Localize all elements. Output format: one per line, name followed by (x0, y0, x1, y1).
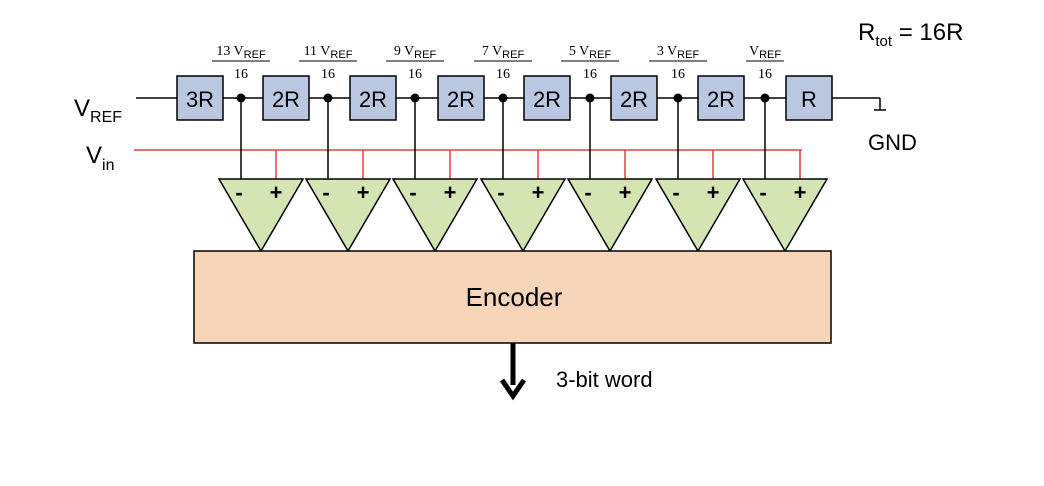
tap-numerator: 13 VREF (216, 44, 266, 61)
resistor (349, 75, 397, 121)
gnd-label: GND (868, 130, 917, 155)
tap-denominator: 16 (234, 67, 248, 82)
resistor-label: 3R (186, 87, 214, 112)
tap-denominator: 16 (671, 67, 685, 82)
resistor-label: 2R (707, 87, 735, 112)
resistor (785, 75, 833, 121)
tap-numerator: VREF (749, 44, 781, 61)
tap-denominator: 16 (321, 67, 335, 82)
tap-node (498, 93, 508, 103)
vref-label: VREF (74, 95, 122, 126)
tap-nodes (236, 93, 770, 103)
resistor (697, 75, 745, 121)
rtot-label: Rtot = 16R (858, 19, 963, 50)
comparator-plus: + (794, 180, 807, 205)
comparator (741, 178, 829, 253)
resistor (176, 75, 224, 121)
resistor-label: 2R (359, 87, 387, 112)
resistor (262, 75, 310, 121)
tap-denominator: 16 (583, 67, 597, 82)
comparator-minus: - (322, 180, 329, 205)
tap-denominator: 16 (496, 67, 510, 82)
comparator (479, 178, 567, 253)
resistor-chain: 3R 2R 2R 2R 2R 2R 2R R (176, 75, 833, 121)
tap-numerator: 5 VREF (569, 44, 612, 61)
comparator-plus: + (707, 180, 720, 205)
resistor-label: 2R (533, 87, 561, 112)
tap-numerator: 9 VREF (394, 44, 437, 61)
comparator-plus: + (270, 180, 283, 205)
comparator (217, 178, 305, 253)
tap-denominator: 16 (758, 67, 772, 82)
tap-numerator: 11 VREF (304, 44, 353, 61)
comparator-plus: + (619, 180, 632, 205)
tap-node (673, 93, 683, 103)
comparator-minus: - (672, 180, 679, 205)
output-arrow-head (499, 378, 527, 401)
tap-numerator: 3 VREF (657, 44, 700, 61)
tap-numerator: 7 VREF (482, 44, 525, 61)
comparator (304, 178, 392, 253)
tap-denominator: 16 (408, 67, 422, 82)
resistor (437, 75, 485, 121)
resistor-label: R (801, 87, 817, 112)
resistor (523, 75, 571, 121)
comparator-plus: + (357, 180, 370, 205)
comparator-minus: - (235, 180, 242, 205)
tap-node (585, 93, 595, 103)
comparator-plus: + (444, 180, 457, 205)
comparator-minus: - (497, 180, 504, 205)
comparator (654, 178, 742, 253)
comparator-minus: - (759, 180, 766, 205)
tap-node (323, 93, 333, 103)
comparator (391, 178, 479, 253)
comparator-minus: - (409, 180, 416, 205)
tap-node (760, 93, 770, 103)
resistor-label: 2R (272, 87, 300, 112)
vin-label: Vin (86, 142, 114, 174)
encoder-label: Encoder (466, 282, 563, 312)
tap-node (410, 93, 420, 103)
comparator-plus: + (532, 180, 545, 205)
comparator (566, 178, 654, 253)
comparator-wires (240, 98, 801, 179)
resistor-label: 2R (620, 87, 648, 112)
comparator-minus: - (584, 180, 591, 205)
tap-voltage-labels: 13 VREF 16 11 VREF 16 9 VREF 16 7 VREF 16 5 VREF… (212, 44, 784, 82)
resistor-label: 2R (447, 87, 475, 112)
comparator-bank: - + - + - + - + - + - + - + (217, 178, 829, 253)
resistor (610, 75, 658, 121)
encoder-block (193, 250, 832, 344)
tap-node (236, 93, 246, 103)
output-label: 3-bit word (556, 367, 653, 392)
